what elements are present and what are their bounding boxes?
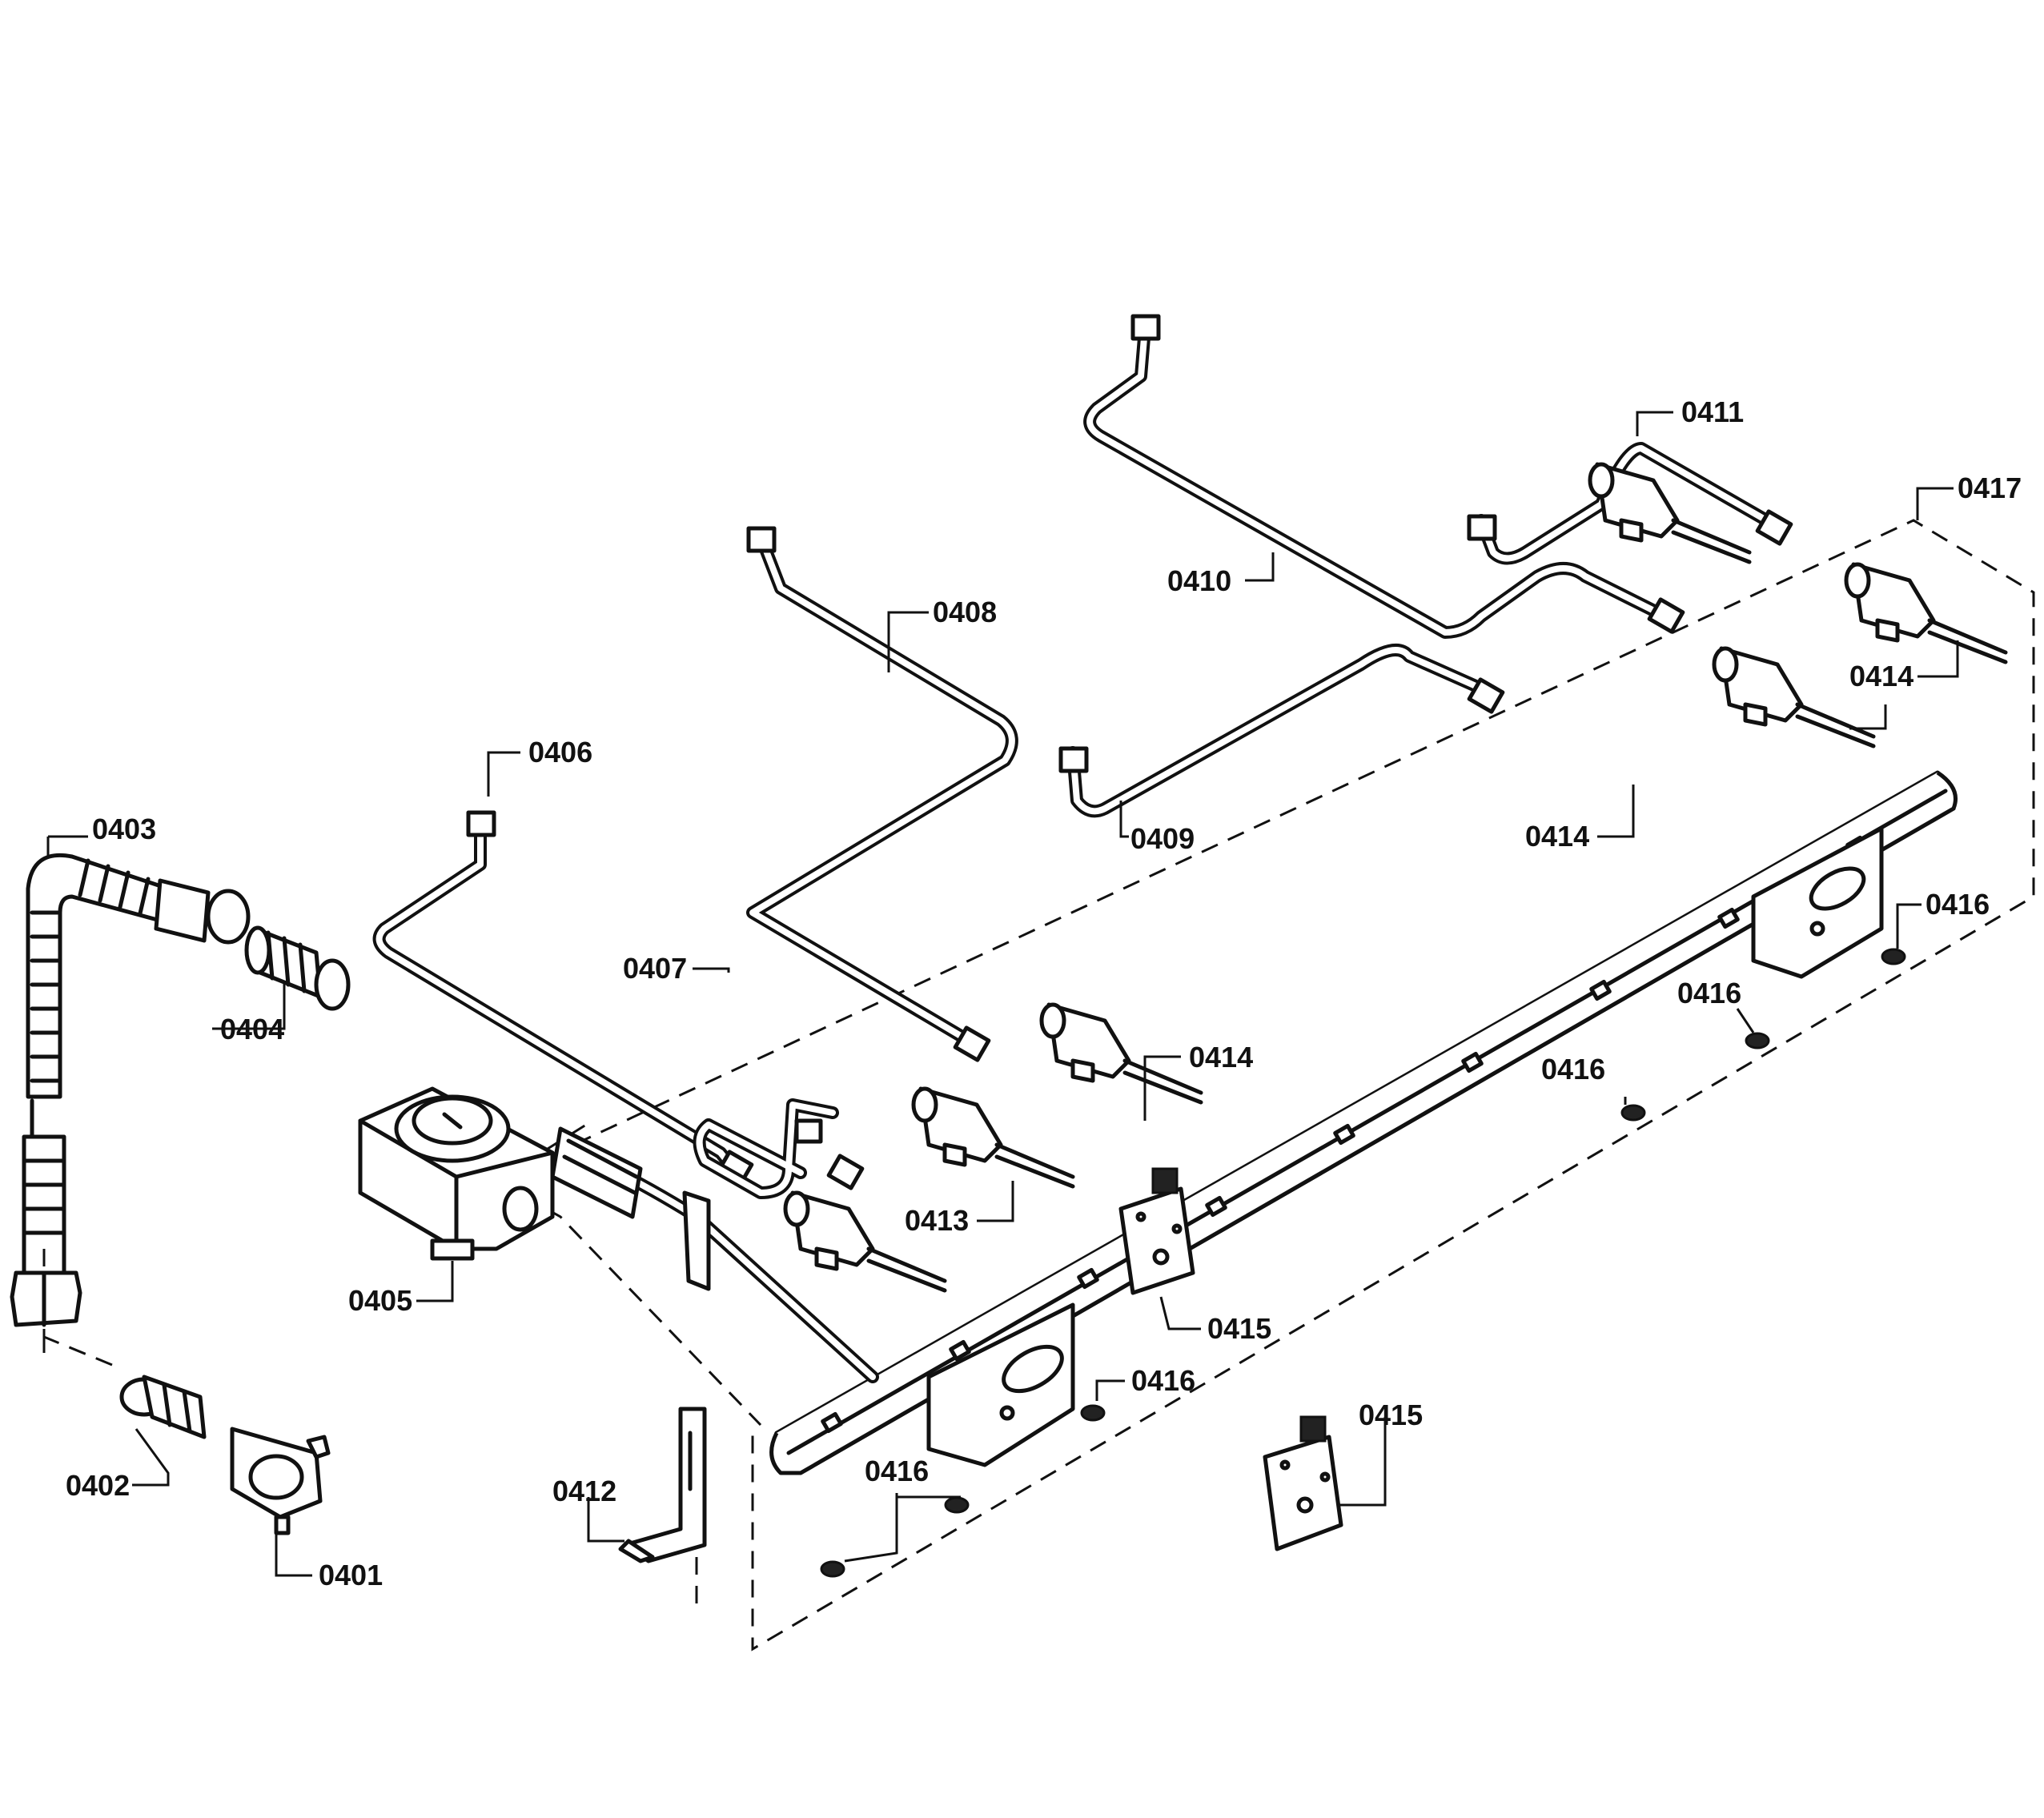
screw-icon [944,1496,970,1514]
label-0415-loose: 0415 [1359,1399,1423,1431]
label-0401: 0401 [319,1559,383,1591]
gas-tube-icon [1083,314,1685,639]
gas-valve-icon [911,1086,1075,1189]
mounting-clip-icon [230,1427,331,1535]
label-0402: 0402 [66,1469,130,1502]
inlet-pipe-icon [550,1126,879,1383]
label-0416-front: 0416 [865,1455,929,1487]
screw-icon [820,1560,845,1578]
label-0409: 0409 [1130,822,1195,855]
label-0414-top: 0414 [1849,660,1913,692]
label-0411: 0411 [1681,395,1744,428]
label-0408: 0408 [933,596,997,628]
spark-module-icon [1263,1415,1343,1551]
screw-icon [1080,1404,1106,1422]
gas-valve-icon [783,1190,947,1293]
label-0404: 0404 [220,1013,284,1045]
flex-hose-icon [10,853,251,1367]
label-0415-front: 0415 [1207,1312,1271,1345]
assembly-outline [496,519,2035,1651]
pipe-fitting-icon [244,925,351,1011]
label-0416-rear: 0416 [1926,888,1990,921]
label-0414-front: 0414 [1189,1041,1253,1074]
leader-lines [46,411,1959,1577]
gas-tube-icon [746,526,1018,1062]
screw-icon [1620,1104,1646,1122]
label-0416-front-mid: 0416 [1131,1364,1195,1397]
gas-tube-icon [1058,644,1505,818]
gas-valve-icon [1844,562,2008,664]
label-0414-mid: 0414 [1525,820,1589,853]
manifold-rail-icon [769,770,1958,1475]
pressure-regulator-icon [358,1086,555,1261]
label-0416-mid: 0416 [1541,1053,1605,1086]
part-labels: 0403 0404 0405 0402 0401 0406 0407 0408 … [66,395,2022,1591]
gas-tube-icon [693,1098,865,1199]
screw-icon [1881,948,1906,965]
pipe-fitting-icon [119,1375,207,1439]
label-0405: 0405 [348,1284,412,1317]
label-0403: 0403 [92,813,156,845]
gas-valve-icon [1039,1002,1203,1105]
support-bracket-icon [618,1407,707,1563]
label-0406: 0406 [528,736,592,769]
label-0412: 0412 [552,1475,616,1507]
label-0413: 0413 [905,1204,969,1237]
gas-valve-icon [1588,462,1752,564]
label-0417: 0417 [1958,472,2022,504]
spark-module-icon [1118,1167,1195,1295]
label-0416-rear-mid: 0416 [1677,977,1741,1009]
label-0410: 0410 [1167,564,1231,597]
screw-icon [1745,1032,1770,1049]
gas-valve-icon [1712,646,1876,748]
label-0407: 0407 [623,952,687,985]
